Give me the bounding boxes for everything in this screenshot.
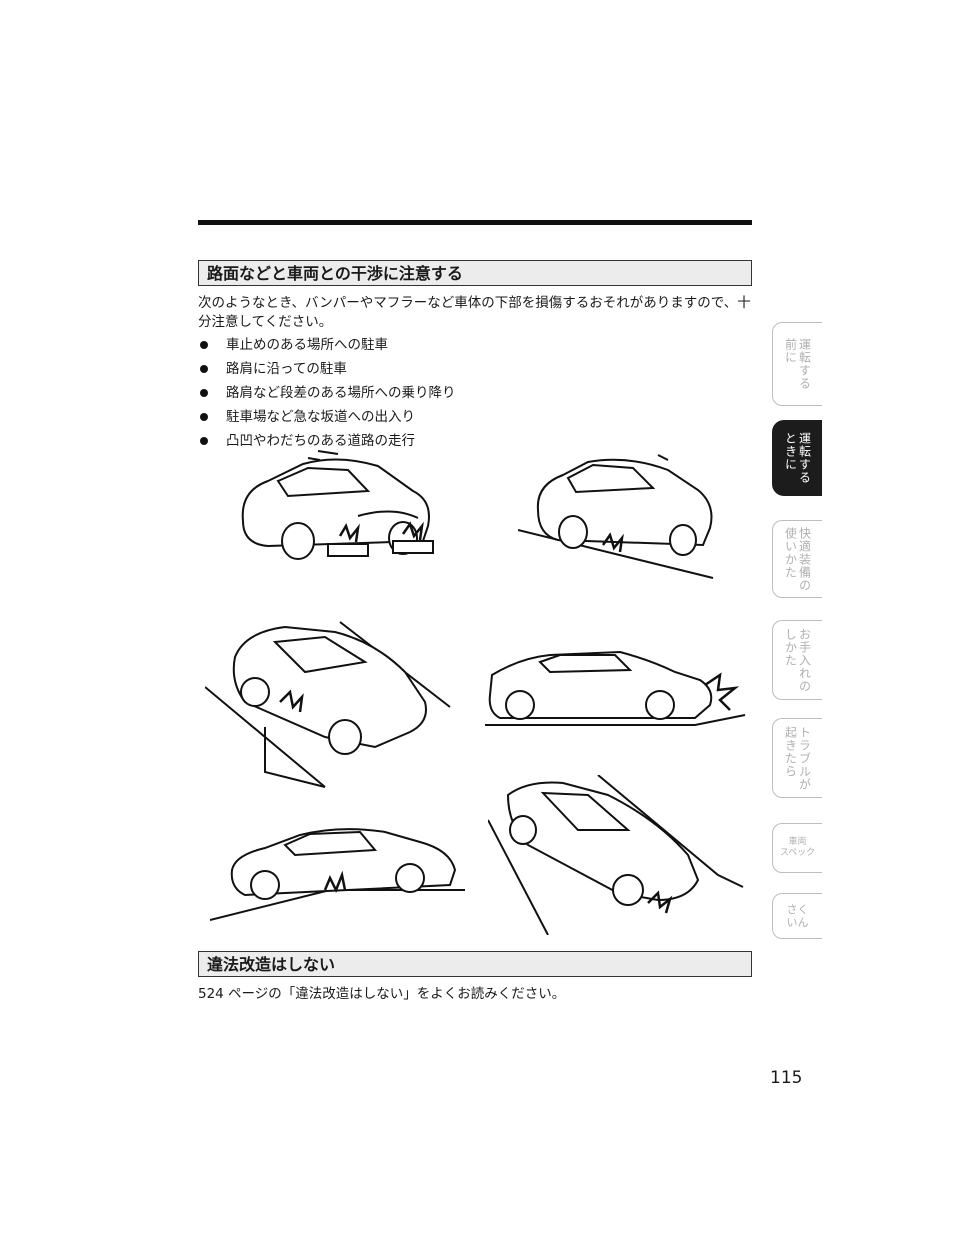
top-rule <box>198 220 752 225</box>
car-ramp-entry-illustration <box>488 775 748 935</box>
bullet-icon <box>200 389 208 397</box>
page-number: 115 <box>770 1068 803 1088</box>
section-heading-interference: 路面などと車両との干渉に注意する <box>198 260 752 286</box>
tab-maintenance[interactable]: お手入れの しかた <box>772 620 822 700</box>
intro-text: 次のようなとき、バンパーやマフラーなど車体の下部を損傷するおそれがありますので、… <box>198 294 758 332</box>
list-item: 凸凹やわだちのある道路の走行 <box>198 429 456 453</box>
list-item: 路肩に沿っての駐車 <box>198 357 456 381</box>
tab-before-driving[interactable]: 運転する 前に <box>772 322 822 406</box>
tab-comfort-features[interactable]: 快適装備の 使いかた <box>772 520 822 598</box>
illegal-modification-text: 524 ページの「違法改造はしない」をよくお読みください。 <box>198 986 566 1002</box>
list-item: 車止めのある場所への駐車 <box>198 333 456 357</box>
car-curb-parking-illustration <box>205 612 455 792</box>
tab-index[interactable]: さく いん <box>772 893 822 939</box>
intro-line-1: 次のようなとき、バンパーやマフラーなど車体の下部を損傷するおそれがありますので、… <box>198 295 751 311</box>
tab-vehicle-specs[interactable]: 車両 スペック <box>772 823 822 873</box>
bullet-icon <box>200 413 208 421</box>
bullet-icon <box>200 365 208 373</box>
list-item: 駐車場など急な坂道への出入り <box>198 405 456 429</box>
car-rear-scrape-slope-illustration <box>210 820 470 930</box>
caution-list: 車止めのある場所への駐車 路肩に沿っての駐車 路肩など段差のある場所への乗り降り… <box>198 333 456 453</box>
car-wheel-stop-illustration <box>228 446 468 576</box>
tab-troubleshooting[interactable]: トラブルが 起きたら <box>772 718 822 798</box>
list-item: 路肩など段差のある場所への乗り降り <box>198 381 456 405</box>
intro-line-2: 分注意してください。 <box>198 314 333 330</box>
car-front-scrape-illustration <box>480 640 750 735</box>
tab-while-driving[interactable]: 運転する ときに <box>772 420 822 496</box>
bullet-icon <box>200 341 208 349</box>
car-slope-front-illustration <box>518 450 718 585</box>
bullet-icon <box>200 437 208 445</box>
section-heading-illegal-modification: 違法改造はしない <box>198 951 752 977</box>
